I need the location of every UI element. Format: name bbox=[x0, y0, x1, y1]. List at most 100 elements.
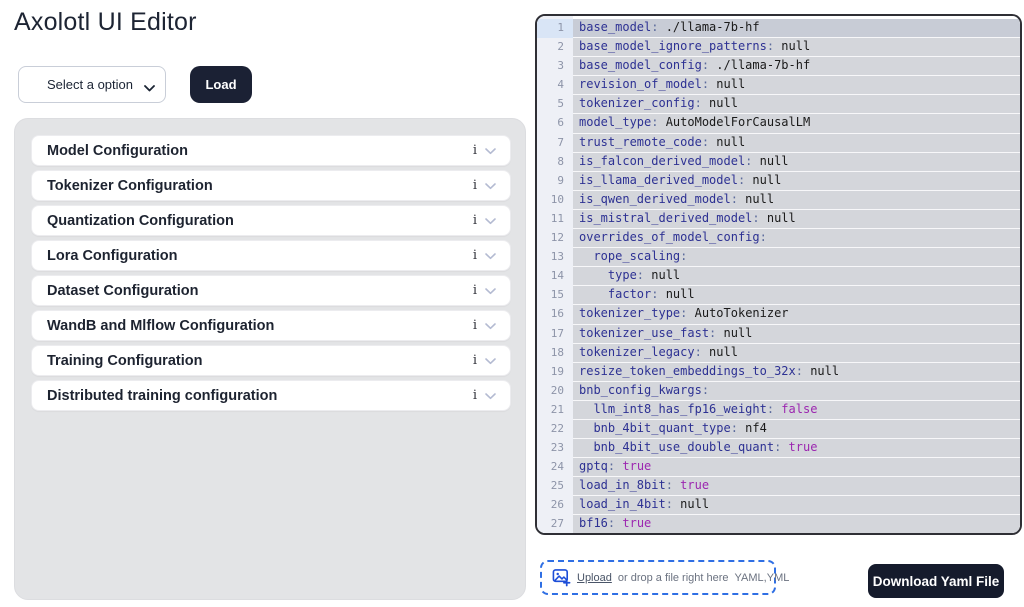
line-number: 9 bbox=[537, 171, 573, 191]
accordion-item-label: Distributed training configuration bbox=[47, 387, 278, 404]
info-icon[interactable]: i bbox=[472, 143, 477, 158]
chevron-down-icon[interactable] bbox=[485, 282, 496, 300]
code-line-text: overrides_of_model_config: bbox=[573, 229, 1020, 249]
info-icon[interactable]: i bbox=[472, 388, 477, 403]
code-line-text: is_llama_derived_model: null bbox=[573, 171, 1020, 191]
line-number: 24 bbox=[537, 458, 573, 478]
accordion-item-icons: i bbox=[473, 247, 496, 265]
accordion-item-icons: i bbox=[473, 317, 496, 335]
line-number: 14 bbox=[537, 267, 573, 287]
code-line-text: factor: null bbox=[573, 286, 1020, 306]
chevron-down-icon[interactable] bbox=[485, 387, 496, 405]
info-icon[interactable]: i bbox=[472, 283, 477, 298]
code-line-text: tokenizer_use_fast: null bbox=[573, 324, 1020, 344]
code-line-text: gptq: true bbox=[573, 458, 1020, 478]
info-icon[interactable]: i bbox=[472, 213, 477, 228]
code-line-text: is_falcon_derived_model: null bbox=[573, 152, 1020, 172]
code-line[interactable]: 23 bnb_4bit_use_double_quant: true bbox=[537, 439, 1020, 459]
code-line[interactable]: 21 llm_int8_has_fp16_weight: false bbox=[537, 400, 1020, 420]
code-line-text: rope_scaling: bbox=[573, 248, 1020, 268]
chevron-down-icon[interactable] bbox=[485, 177, 496, 195]
chevron-down-icon[interactable] bbox=[485, 212, 496, 230]
code-line-text: load_in_8bit: true bbox=[573, 477, 1020, 497]
info-icon[interactable]: i bbox=[472, 178, 477, 193]
code-line-text: is_mistral_derived_model: null bbox=[573, 209, 1020, 230]
upload-dropzone[interactable]: Upload or drop a file right here YAML,YM… bbox=[540, 560, 789, 595]
chevron-down-icon[interactable] bbox=[485, 352, 496, 370]
accordion-item-label: Quantization Configuration bbox=[47, 212, 234, 229]
code-line-text: type: null bbox=[573, 267, 1020, 287]
accordion-item-distributed-training-configuration[interactable]: Distributed training configuration i bbox=[31, 380, 511, 411]
download-yaml-button[interactable]: Download Yaml File bbox=[868, 564, 1004, 598]
accordion-item-label: Dataset Configuration bbox=[47, 282, 199, 299]
code-line-text: bnb_4bit_quant_type: nf4 bbox=[573, 419, 1020, 440]
info-icon[interactable]: i bbox=[472, 353, 477, 368]
code-line-text: llm_int8_has_fp16_weight: false bbox=[573, 400, 1020, 420]
info-icon[interactable]: i bbox=[472, 318, 477, 333]
chevron-down-icon[interactable] bbox=[485, 247, 496, 265]
config-select-wrap: Select a option bbox=[18, 66, 166, 103]
upload-link[interactable]: Upload bbox=[577, 571, 612, 584]
line-number: 1 bbox=[537, 19, 573, 39]
line-number: 21 bbox=[537, 400, 573, 420]
accordion-item-label: Tokenizer Configuration bbox=[47, 177, 213, 194]
code-line[interactable]: 22 bnb_4bit_quant_type: nf4 bbox=[537, 419, 1020, 440]
line-number: 13 bbox=[537, 248, 573, 268]
code-line-text: tokenizer_type: AutoTokenizer bbox=[573, 305, 1020, 325]
line-number: 18 bbox=[537, 343, 573, 363]
accordion-item-dataset-configuration[interactable]: Dataset Configuration i bbox=[31, 275, 511, 306]
info-icon[interactable]: i bbox=[472, 248, 477, 263]
accordion-item-icons: i bbox=[473, 352, 496, 370]
code-line-text: bnb_4bit_use_double_quant: true bbox=[573, 439, 1020, 459]
code-line[interactable]: 14 type: null bbox=[537, 267, 1020, 287]
code-line[interactable]: 15 factor: null bbox=[537, 286, 1020, 306]
config-select[interactable]: Select a option bbox=[18, 66, 166, 103]
code-line-text: resize_token_embeddings_to_32x: null bbox=[573, 362, 1020, 382]
code-line[interactable]: 13 rope_scaling: bbox=[537, 248, 1020, 268]
chevron-down-icon[interactable] bbox=[485, 142, 496, 160]
line-number: 3 bbox=[537, 57, 573, 77]
line-number: 26 bbox=[537, 496, 573, 516]
code-line-text: trust_remote_code: null bbox=[573, 133, 1020, 153]
line-number: 5 bbox=[537, 95, 573, 115]
line-number: 6 bbox=[537, 114, 573, 134]
chevron-down-icon[interactable] bbox=[485, 317, 496, 335]
code-line-text: load_in_4bit: null bbox=[573, 496, 1020, 516]
line-number: 15 bbox=[537, 286, 573, 306]
accordion-item-icons: i bbox=[473, 142, 496, 160]
accordion-item-tokenizer-configuration[interactable]: Tokenizer Configuration i bbox=[31, 170, 511, 201]
load-button[interactable]: Load bbox=[190, 66, 252, 103]
code-line-text: bnb_config_kwargs: bbox=[573, 381, 1020, 401]
accordion-item-quantization-configuration[interactable]: Quantization Configuration i bbox=[31, 205, 511, 236]
accordion-item-icons: i bbox=[473, 387, 496, 405]
line-number: 7 bbox=[537, 133, 573, 153]
